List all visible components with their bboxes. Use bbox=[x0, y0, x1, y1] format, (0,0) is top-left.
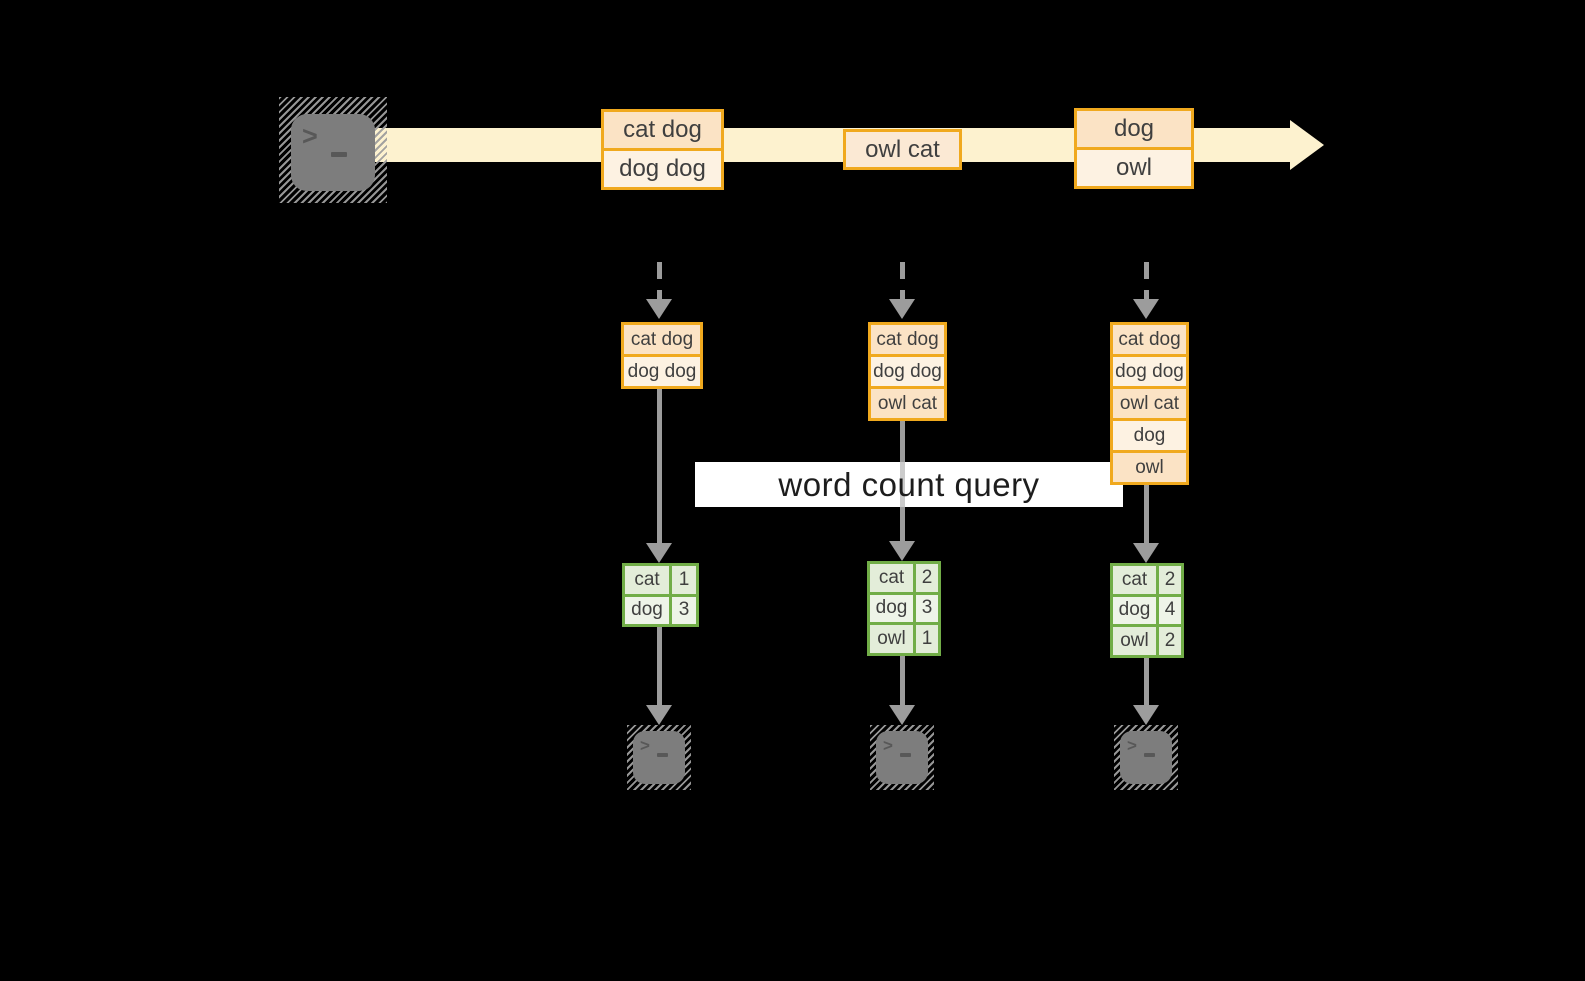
event-line: dog dog bbox=[604, 151, 721, 187]
down-arrow bbox=[657, 389, 662, 543]
terminal-cursor-icon bbox=[331, 152, 347, 157]
buffer-stack: cat dog dog dog owl cat dog owl bbox=[1110, 322, 1189, 485]
arrowhead-icon bbox=[889, 705, 915, 725]
terminal-sink-icon: > bbox=[627, 725, 691, 790]
down-arrow bbox=[1144, 485, 1149, 543]
word-cell: dog bbox=[1113, 596, 1156, 624]
terminal-cursor-icon bbox=[1144, 753, 1155, 757]
terminal-window: > bbox=[1120, 731, 1172, 784]
terminal-cursor-icon bbox=[657, 753, 668, 757]
dashed-down-arrow bbox=[657, 262, 662, 300]
count-table: cat 2 dog 4 owl 2 bbox=[1110, 563, 1184, 658]
event-line: owl bbox=[1077, 150, 1191, 186]
buffer-item: owl bbox=[1113, 453, 1186, 482]
buffer-item: dog bbox=[1113, 421, 1186, 450]
terminal-sink-icon: > bbox=[870, 725, 934, 790]
event-box: dog owl bbox=[1074, 108, 1194, 189]
buffer-item: cat dog bbox=[624, 325, 700, 354]
word-cell: cat bbox=[625, 566, 669, 594]
buffer-item: cat dog bbox=[871, 325, 944, 354]
terminal-cursor-icon bbox=[900, 753, 911, 757]
count-table: cat 1 dog 3 bbox=[622, 563, 699, 627]
terminal-prompt-icon: > bbox=[302, 121, 318, 151]
word-cell: owl bbox=[1113, 627, 1156, 655]
buffer-stack: cat dog dog dog bbox=[621, 322, 703, 389]
arrowhead-icon bbox=[1133, 543, 1159, 563]
arrowhead-icon bbox=[889, 541, 915, 561]
dashed-down-arrow bbox=[900, 262, 905, 300]
terminal-prompt-icon: > bbox=[1127, 736, 1137, 755]
count-cell: 1 bbox=[916, 625, 938, 653]
down-arrow bbox=[900, 656, 905, 705]
event-box: owl cat bbox=[843, 129, 962, 170]
count-cell: 2 bbox=[1159, 566, 1181, 594]
terminal-prompt-icon: > bbox=[883, 736, 893, 755]
buffer-item: cat dog bbox=[1113, 325, 1186, 354]
word-cell: owl bbox=[870, 625, 913, 653]
count-cell: 2 bbox=[916, 564, 938, 592]
event-line: owl cat bbox=[846, 132, 959, 167]
buffer-item: dog dog bbox=[624, 357, 700, 386]
buffer-item: dog dog bbox=[871, 357, 944, 386]
word-cell: cat bbox=[1113, 566, 1156, 594]
terminal-window: > bbox=[633, 731, 685, 784]
dashed-down-arrow bbox=[1144, 262, 1149, 300]
word-cell: cat bbox=[870, 564, 913, 592]
arrowhead-icon bbox=[889, 299, 915, 319]
terminal-source-icon: > bbox=[279, 97, 387, 203]
buffer-stack: cat dog dog dog owl cat bbox=[868, 322, 947, 421]
terminal-window: > bbox=[876, 731, 928, 784]
line-overlay bbox=[900, 462, 905, 507]
terminal-sink-icon: > bbox=[1114, 725, 1178, 790]
arrowhead-icon bbox=[646, 299, 672, 319]
count-cell: 3 bbox=[672, 596, 696, 624]
word-cell: dog bbox=[870, 594, 913, 622]
count-cell: 1 bbox=[672, 566, 696, 594]
arrowhead-icon bbox=[646, 543, 672, 563]
terminal-prompt-icon: > bbox=[640, 736, 650, 755]
count-table: cat 2 dog 3 owl 1 bbox=[867, 561, 941, 656]
down-arrow bbox=[1144, 657, 1149, 705]
query-label: word count query bbox=[778, 465, 1040, 503]
event-line: dog bbox=[1077, 111, 1191, 147]
count-cell: 4 bbox=[1159, 596, 1181, 624]
word-cell: dog bbox=[625, 596, 669, 624]
event-box: cat dog dog dog bbox=[601, 109, 724, 190]
buffer-item: owl cat bbox=[871, 389, 944, 418]
count-cell: 3 bbox=[916, 594, 938, 622]
count-cell: 2 bbox=[1159, 627, 1181, 655]
event-line: cat dog bbox=[604, 112, 721, 148]
arrowhead-icon bbox=[1133, 705, 1159, 725]
stream-arrowhead-icon bbox=[1290, 120, 1324, 170]
query-label-box: word count query bbox=[695, 462, 1123, 507]
arrowhead-icon bbox=[646, 705, 672, 725]
buffer-item: dog dog bbox=[1113, 357, 1186, 386]
terminal-window: > bbox=[291, 114, 375, 191]
arrowhead-icon bbox=[1133, 299, 1159, 319]
down-arrow bbox=[657, 627, 662, 705]
buffer-item: owl cat bbox=[1113, 389, 1186, 418]
